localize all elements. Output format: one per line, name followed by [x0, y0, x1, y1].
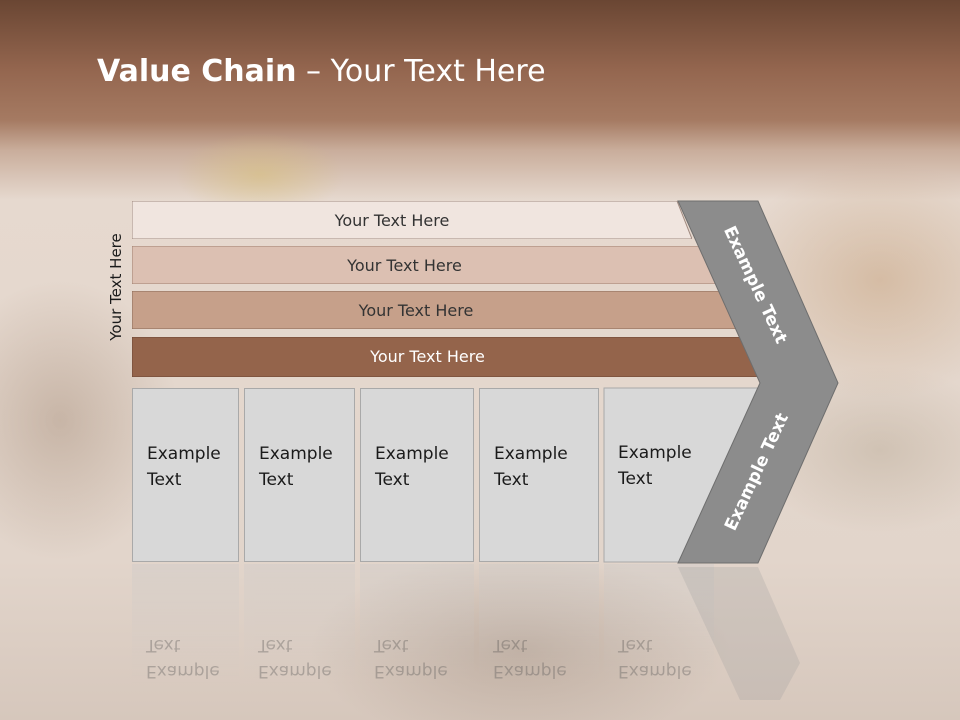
cell-1: Example Text — [132, 388, 239, 562]
slide-title-rest: – Your Text Here — [296, 54, 546, 89]
band-1: Your Text Here — [132, 201, 692, 239]
cell-3-reflection: Example Text — [360, 564, 474, 684]
cell-4-label: Example Text — [494, 444, 568, 490]
cell-4: Example Text — [479, 388, 599, 562]
cell-1-label: Example Text — [147, 444, 221, 490]
slide-title: Value Chain – Your Text Here — [97, 54, 546, 89]
band-1-shape — [132, 201, 692, 239]
band-4: Your Text Here — [132, 337, 763, 377]
band-3-label: Your Text Here — [358, 300, 474, 320]
cell-3-label: Example Text — [375, 444, 449, 490]
cell-2-reflection: Example Text — [244, 564, 355, 684]
cell-3: Example Text — [360, 388, 474, 562]
band-3-shape — [132, 291, 740, 329]
band-2: Your Text Here — [132, 246, 717, 284]
band-2-label: Your Text Here — [347, 255, 462, 275]
cell-2-label: Example Text — [259, 444, 333, 490]
cell-5: Example Text — [604, 388, 714, 562]
cell-2: Example Text — [244, 388, 355, 562]
band-1-label: Your Text Here — [334, 210, 450, 230]
band-2-shape — [132, 246, 717, 284]
band-4-shape — [132, 337, 763, 377]
slide-title-bold: Value Chain — [97, 54, 297, 89]
cell-5-label: Example Text — [618, 443, 692, 489]
cell-1-reflection: Example Text — [132, 564, 239, 684]
band-4-label: Your Text Here — [370, 346, 485, 366]
cell-5-reflection: Example Text — [604, 564, 714, 684]
cell-4-reflection: Example Text — [479, 564, 599, 684]
band-3: Your Text Here — [132, 291, 740, 329]
